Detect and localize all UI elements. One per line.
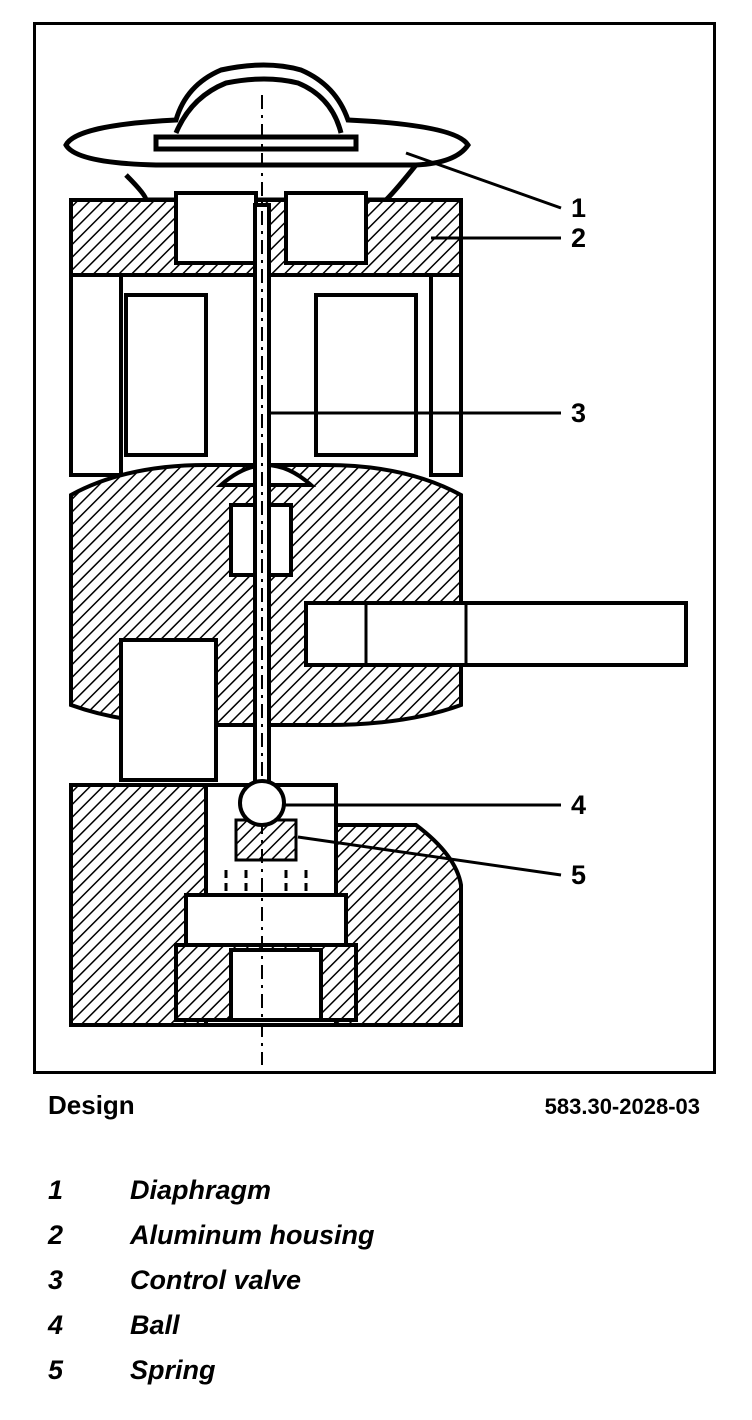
leader-lines	[268, 151, 562, 877]
legend-label: Diaphragm	[130, 1175, 272, 1205]
side-bolt	[304, 601, 688, 667]
adjusting-screw	[184, 893, 348, 947]
legend-number: 5	[48, 1355, 64, 1385]
legend-label: Control valve	[130, 1265, 302, 1295]
legend-number: 2	[48, 1220, 64, 1250]
callout-3: 3	[571, 398, 586, 428]
legend-label: Spring	[130, 1355, 216, 1385]
legend-number: 3	[48, 1265, 64, 1295]
legend-item: 5 Spring	[48, 1355, 688, 1400]
figure-code: 583.30-2028-03	[544, 1094, 700, 1119]
housing-wall-right	[429, 273, 463, 477]
legend-number: 4	[48, 1310, 64, 1340]
legend-item: 3 Control valve	[48, 1265, 688, 1310]
upper-chamber-left	[174, 191, 258, 265]
inner-chamber-right	[314, 293, 418, 457]
expansion-valve-diagram: 1 2 3 4 5	[63, 62, 688, 1065]
callout-2: 2	[571, 223, 586, 253]
upper-chamber-right	[284, 191, 368, 265]
legend-label: Ball	[130, 1310, 180, 1340]
diagram-frame: 1 2 3 4 5	[33, 22, 716, 1074]
inner-chamber-left	[124, 293, 208, 457]
callout-1: 1	[571, 193, 586, 223]
ball	[238, 779, 286, 827]
lower-port-left	[119, 638, 218, 782]
legend-label: Aluminum housing	[130, 1220, 375, 1250]
callout-5: 5	[571, 860, 586, 890]
callout-4: 4	[571, 790, 586, 820]
legend: 1 Diaphragm 2 Aluminum housing 3 Control…	[48, 1175, 688, 1400]
legend-number: 1	[48, 1175, 64, 1205]
housing-wall-left	[69, 273, 123, 477]
legend-item: 2 Aluminum housing	[48, 1220, 688, 1265]
diaphragm-assembly	[63, 62, 471, 203]
figure-caption: Design	[48, 1090, 135, 1120]
legend-item: 4 Ball	[48, 1310, 688, 1355]
legend-item: 1 Diaphragm	[48, 1175, 688, 1220]
